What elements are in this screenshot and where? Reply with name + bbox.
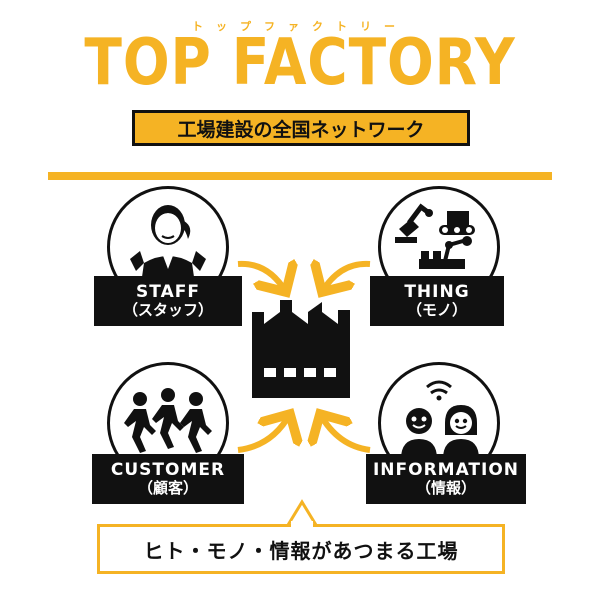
information-label: INFORMATION （情報）: [366, 454, 526, 504]
information-label-en: INFORMATION: [372, 459, 520, 480]
customer-label-en: CUSTOMER: [110, 459, 226, 480]
divider-bar: [48, 172, 552, 180]
thing-label: THING （モノ）: [370, 276, 504, 326]
subtitle-text: 工場建設の全国ネットワーク: [177, 118, 425, 141]
arrow-customer-to-factory: [237, 414, 290, 453]
thing-label-en: THING: [404, 281, 470, 302]
running-people-icon: [124, 388, 212, 453]
thing-label-jp: （モノ）: [406, 301, 467, 320]
staff-label-en: STAFF: [136, 281, 200, 302]
customer-label: CUSTOMER （顧客）: [92, 454, 244, 504]
thing-circle: [378, 186, 500, 308]
arrow-staff-to-factory: [237, 264, 286, 292]
subtitle-banner: 工場建設の全国ネットワーク: [132, 110, 470, 146]
staff-label: STAFF （スタッフ）: [94, 276, 242, 326]
staff-label-jp: （スタッフ）: [122, 301, 213, 320]
factory-icon: [252, 300, 350, 398]
footer-pointer-mask: [291, 521, 313, 527]
footer-text: ヒト・モノ・情報があつまる工場: [143, 538, 459, 563]
arrow-thing-to-factory: [322, 264, 371, 292]
page-title: TOP FACTORY: [84, 26, 516, 100]
information-label-jp: （情報）: [415, 479, 476, 498]
title-ruby: トップファクトリー: [192, 20, 408, 33]
footer-banner: ヒト・モノ・情報があつまる工場: [97, 524, 505, 574]
customer-label-jp: （顧客）: [137, 479, 198, 498]
machinery-icon: [395, 203, 475, 269]
arrow-information-to-factory: [320, 414, 371, 453]
